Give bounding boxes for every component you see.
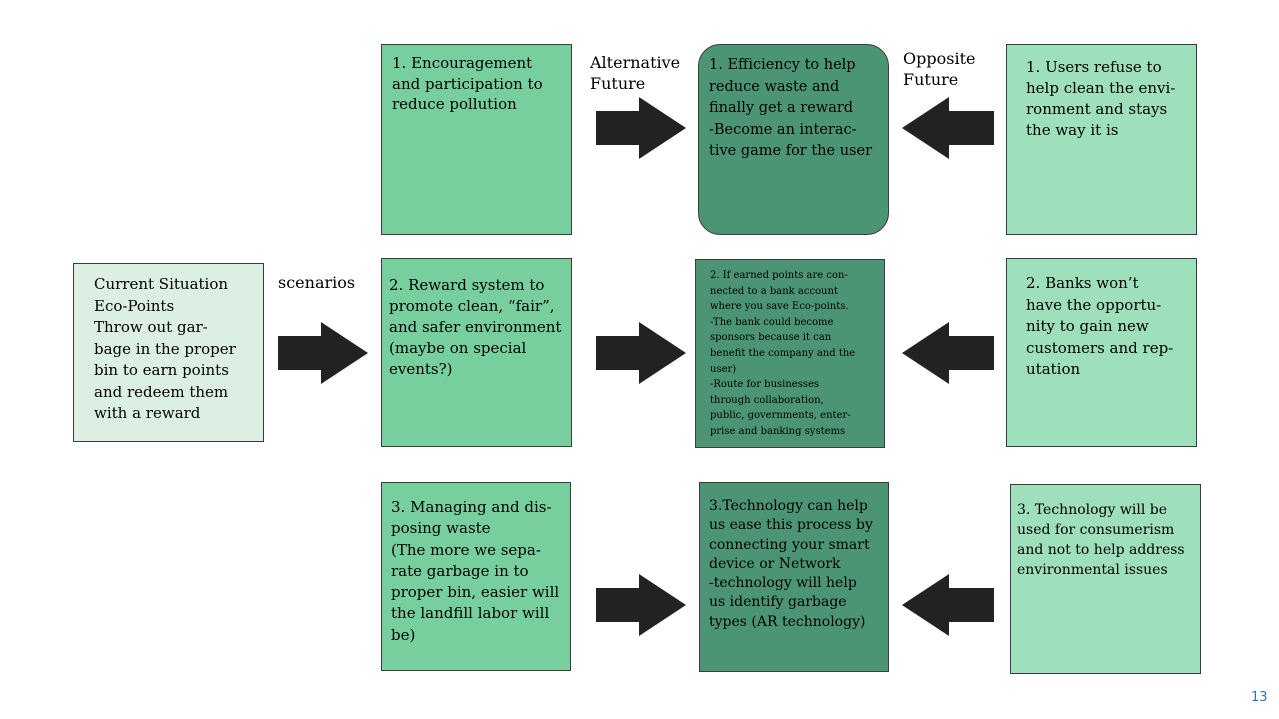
- right-arrow-icon: [596, 322, 686, 384]
- alternative-future-box-2: 2. If earned points are con- nected to a…: [695, 259, 885, 448]
- alternative-future-text-2: 2. If earned points are con- nected to a…: [710, 270, 856, 437]
- scenario-box-3: 3. Managing and dis- posing waste (The m…: [381, 482, 571, 671]
- scenario-box-2: 2. Reward system to promote clean, “fair…: [381, 258, 572, 447]
- left-arrow-icon: [902, 574, 994, 636]
- current-situation-box: Current Situation Eco-Points Throw out g…: [73, 263, 264, 442]
- opposite-future-box-1: 1. Users refuse to help clean the envi- …: [1006, 44, 1197, 235]
- opposite-future-box-3: 3. Technology will be used for consumeri…: [1010, 484, 1201, 674]
- opposite-future-label: Opposite Future: [903, 49, 976, 89]
- alternative-future-box-3: 3.Technology can help us ease this proce…: [699, 482, 889, 672]
- opposite-future-text-3: 3. Technology will be used for consumeri…: [1017, 502, 1185, 578]
- page-number: 13: [1251, 690, 1268, 705]
- current-situation-text: Current Situation Eco-Points Throw out g…: [94, 275, 236, 422]
- opposite-future-text-2: 2. Banks won’t have the opportu- nity to…: [1026, 274, 1174, 378]
- alternative-future-text-3: 3.Technology can help us ease this proce…: [709, 498, 873, 630]
- scenario-box-1: 1. Encouragement and participation to re…: [381, 44, 572, 235]
- left-arrow-icon: [902, 322, 994, 384]
- scenario-text-3: 3. Managing and dis- posing waste (The m…: [391, 498, 560, 644]
- scenario-text-1: 1. Encouragement and participation to re…: [392, 54, 543, 113]
- right-arrow-icon: [596, 97, 686, 159]
- right-arrow-icon: [278, 322, 368, 384]
- opposite-future-text-1: 1. Users refuse to help clean the envi- …: [1026, 58, 1176, 139]
- scenarios-label: scenarios: [278, 273, 356, 292]
- left-arrow-icon: [902, 97, 994, 159]
- scenario-text-2: 2. Reward system to promote clean, “fair…: [389, 276, 562, 378]
- right-arrow-icon: [596, 574, 686, 636]
- alternative-future-label: Alternative Future: [590, 53, 681, 93]
- alternative-future-text-1: 1. Efficiency to help reduce waste and f…: [709, 57, 872, 159]
- alternative-future-box-1: 1. Efficiency to help reduce waste and f…: [698, 44, 889, 235]
- opposite-future-box-2: 2. Banks won’t have the opportu- nity to…: [1006, 258, 1197, 447]
